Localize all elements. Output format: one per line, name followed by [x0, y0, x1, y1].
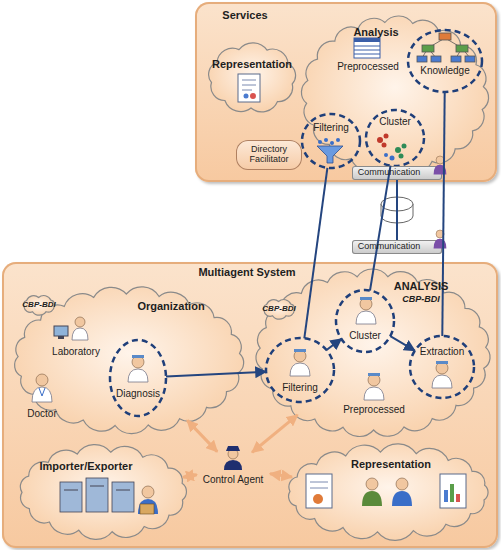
flow-arrow — [390, 336, 415, 351]
agent-circle: Diagnosis — [108, 338, 168, 418]
dashed-circle — [408, 334, 476, 400]
system-panel: ServicesRepresentationAnalysisPreprocess… — [195, 2, 497, 182]
agent-cloud: AnalysisPreprocessedFilteringCluster Know… — [296, 12, 494, 178]
node-label: CBP-BDI — [256, 304, 302, 313]
node-label: Representation — [205, 58, 299, 71]
control-arrow — [270, 474, 292, 477]
node-label: Knowledge — [406, 65, 484, 77]
communication-ring — [381, 197, 413, 223]
agent-item: Preprocessed — [330, 34, 406, 76]
node-label: Cluster — [364, 116, 426, 128]
agent-circle: Knowledge — [406, 28, 484, 94]
node-label: CBP-BDI — [16, 300, 62, 309]
node-label: Directory Facilitator — [238, 144, 300, 165]
communication-box: Communication — [352, 240, 442, 254]
laboratory-icon — [54, 317, 88, 340]
agent-cloud: CBP-BDI — [16, 290, 62, 320]
agent-circle: Filtering — [264, 336, 336, 404]
control-arrow — [252, 415, 298, 452]
table-icon — [354, 38, 380, 58]
agent-cloud: Organization CBP-BDI LaboratoryDoctor Diagn… — [8, 284, 250, 436]
agent-icon — [364, 373, 384, 400]
agent-item: Laboratory — [40, 316, 112, 360]
agent-circle: Cluster — [364, 108, 426, 168]
cloud-outline — [12, 442, 194, 542]
tree-icon — [417, 33, 475, 62]
node-label: Communication — [354, 167, 424, 177]
node-label: CBP-BDI — [366, 294, 476, 304]
agent-icon — [356, 297, 376, 324]
node-label: Preprocessed — [336, 404, 412, 416]
agent-cloud: Representation — [201, 38, 303, 118]
agent-circle: Cluster — [334, 288, 396, 354]
node-label: Diagnosis — [108, 388, 168, 400]
flow-arrow — [370, 166, 391, 291]
agent-icon — [432, 361, 452, 388]
node-label: Importer/Exporter — [26, 460, 146, 473]
report-icon — [306, 474, 466, 508]
doctor-icon — [32, 374, 52, 402]
control-agent-icon — [224, 446, 242, 470]
flow-arrow — [442, 92, 444, 336]
node-label: Analysis — [336, 26, 416, 39]
node-label: Communication — [354, 241, 424, 251]
agent-cloud: CBP-BDI — [256, 294, 302, 324]
dashed-circle — [300, 112, 362, 170]
node-label: Services — [205, 9, 285, 22]
node-label: Organization — [126, 300, 216, 313]
person-icon — [434, 230, 447, 248]
node-label: Doctor — [12, 408, 72, 420]
agent-cloud: Representation — [280, 442, 496, 542]
node-label: Representation — [336, 458, 446, 471]
agent-circle: Filtering — [300, 112, 362, 170]
system-panel: Multiagent SystemOrganization CBP-BDI Labo… — [2, 262, 498, 548]
node-label: Control Agent — [192, 474, 274, 486]
communication-box: Communication — [352, 166, 442, 180]
node-label: Laboratory — [40, 346, 112, 358]
document-icon — [238, 74, 260, 102]
node-label: ANALYSIS — [366, 280, 476, 293]
node-label: Filtering — [300, 122, 362, 134]
flow-arrow — [166, 372, 266, 377]
dashed-circle — [334, 288, 396, 354]
node-label: Extraction — [408, 346, 476, 358]
person-icon — [434, 156, 447, 174]
agent-icon — [128, 355, 148, 382]
flow-arrow — [396, 180, 398, 240]
server-icon — [60, 478, 158, 514]
facilitator-box: Directory Facilitator — [236, 140, 302, 170]
agent-item: Doctor — [12, 370, 72, 422]
dashed-circle — [108, 338, 168, 418]
cloud-outline — [201, 38, 303, 118]
agent-item: Control Agent — [192, 448, 274, 488]
dashed-circle — [406, 28, 484, 94]
agent-cloud: Importer/Exporter — [12, 442, 194, 542]
cloud-outline — [280, 442, 496, 542]
node-label: Filtering — [264, 382, 336, 394]
filter-icon — [317, 138, 343, 163]
flow-arrow — [304, 168, 327, 338]
agent-circle: Extraction — [408, 334, 476, 400]
control-arrow — [183, 475, 197, 478]
cluster-icon — [377, 134, 407, 161]
control-arrow — [187, 420, 217, 451]
flow-arrow — [327, 339, 342, 350]
dashed-circle — [264, 336, 336, 404]
agent-icon — [290, 349, 310, 376]
node-label: Cluster — [334, 330, 396, 342]
agent-cloud: ANALYSISCBP-BDICBP-BDIFilteringClusterPr… — [250, 266, 496, 440]
node-label: Multiagent System — [172, 266, 322, 279]
node-label: Preprocessed — [330, 61, 406, 73]
agent-item: Preprocessed — [336, 372, 412, 420]
